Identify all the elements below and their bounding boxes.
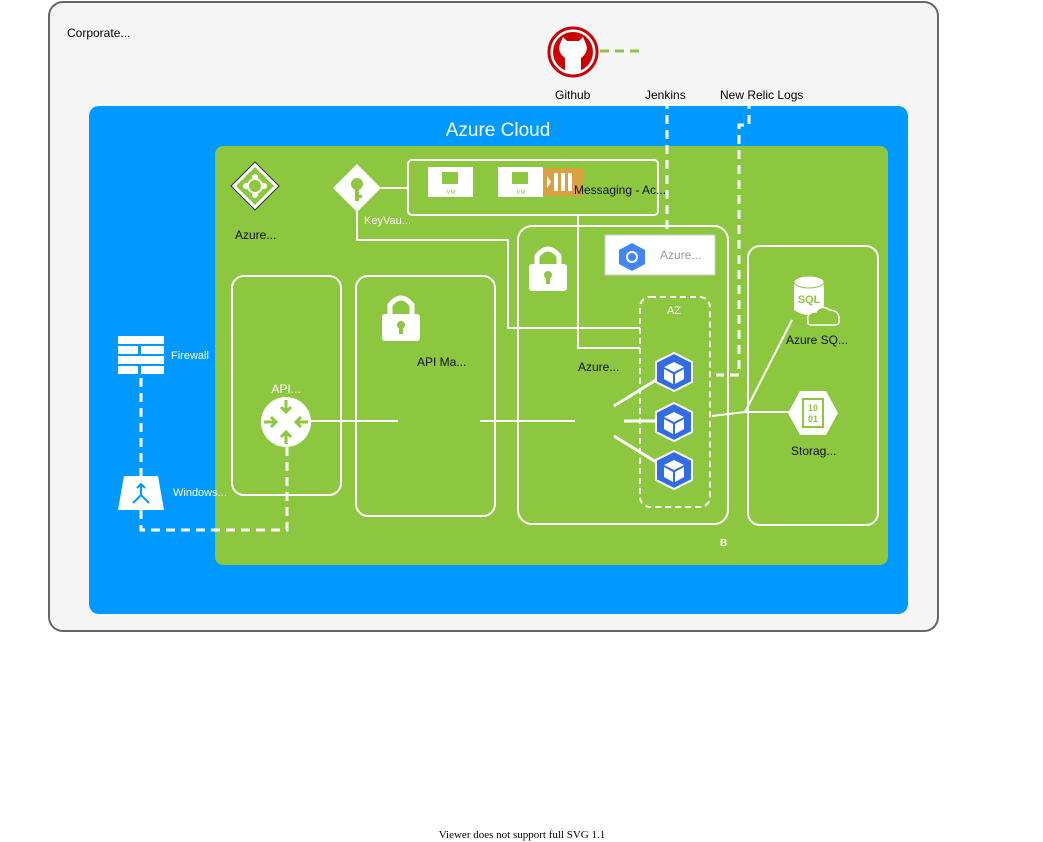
svg-text:VM: VM [517,190,526,196]
storage-label: Storag... [791,444,836,458]
lock-icon [529,246,567,291]
kubernetes-pod-icon[interactable] [655,351,693,393]
aks-to-sql-connector [744,319,793,413]
corporate-label: Corporate... [67,26,130,40]
azure-sql-label: Azure SQ... [786,333,848,347]
api-gateway-label: API... [271,382,300,396]
svg-support-notice: Viewer does not support full SVG 1.1 [439,829,605,841]
firewall-icon[interactable] [118,336,164,374]
azure-sql-icon[interactable]: SQL [793,275,840,326]
messaging-to-aks-connector [577,215,640,349]
lb-to-pod-1 [613,378,657,408]
newrelic-dashed-connector [716,100,751,377]
api-management-label: API Ma... [417,355,466,369]
vm-icon: VM [428,167,473,197]
windows-to-gateway-connector [139,447,289,532]
svg-text:01: 01 [808,414,818,424]
api-management-container [355,275,496,517]
gcp-hexagon-icon [619,243,645,271]
vm-icon: VM [498,167,543,197]
resource-group-region [215,146,888,565]
gcp-card-label: Azure... [660,248,701,262]
storage-icon[interactable]: 10 01 [788,391,838,435]
router-icon[interactable] [261,397,311,447]
availability-zone-container [639,296,711,508]
aks-container [517,225,729,525]
github-icon[interactable] [547,26,599,78]
az-label: AZ [667,305,681,317]
github-label: Github [555,88,591,102]
keyvault-label: KeyVau... [364,215,411,227]
aks-label: Azure... [578,360,619,374]
kubernetes-pod-icon[interactable] [655,449,693,491]
messaging-container [407,159,659,216]
keyvault-to-aks-connector [356,212,640,329]
newrelic-label: New Relic Logs [720,88,803,102]
zone-b-label: B [720,538,727,549]
windows-label: Windows... [173,487,227,499]
windows-load-balancer-icon[interactable] [118,476,164,510]
svg-text:VM: VM [447,190,456,196]
lb-to-pod-3 [613,434,657,464]
messaging-label: Messaging - Ac... [574,183,666,197]
data-services-container [747,245,879,526]
message-queue-icon [544,168,584,196]
svg-text:10: 10 [808,403,818,413]
lock-icon [382,295,420,341]
kubernetes-pod-icon[interactable] [655,401,693,443]
jenkins-label: Jenkins [645,88,686,102]
firewall-label: Firewall [171,350,209,362]
azure-devops-icon[interactable] [230,161,280,211]
azure-cloud-title: Azure Cloud [446,120,551,141]
azure-devops-label: Azure... [235,228,276,242]
svg-text:SQL: SQL [798,294,821,306]
keyvault-icon[interactable] [333,164,381,212]
